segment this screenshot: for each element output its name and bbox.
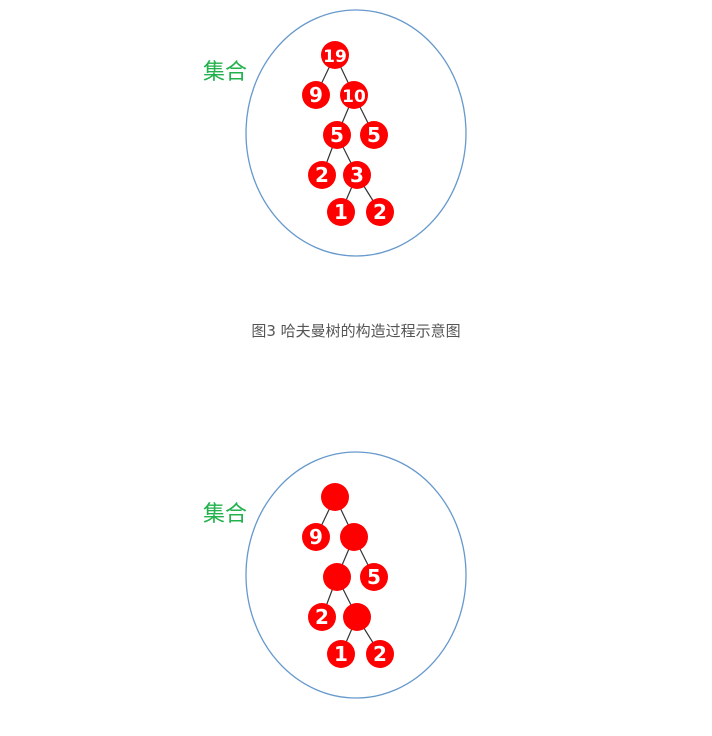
tree-node: 10	[340, 81, 368, 109]
tree-node-label: 3	[350, 163, 364, 187]
tree-node-circle	[360, 121, 388, 149]
tree-node-label: 1	[334, 200, 348, 224]
tree-node-label: 5	[367, 565, 381, 589]
figure-caption: 图3 哈夫曼树的构造过程示意图	[251, 322, 461, 340]
tree-node-circle	[366, 640, 394, 668]
tree-node: 2	[366, 198, 394, 226]
tree-node-circle	[327, 640, 355, 668]
tree-node-circle	[308, 603, 336, 631]
tree-node	[340, 523, 368, 551]
set-label-1: 集合	[203, 60, 248, 85]
tree-node-circle	[321, 483, 349, 511]
tree-node	[321, 483, 349, 511]
tree-node: 5	[360, 563, 388, 591]
tree-node-circle	[340, 81, 368, 109]
tree-node-circle	[327, 198, 355, 226]
tree-node-circle	[302, 81, 330, 109]
tree-node-circle	[340, 523, 368, 551]
tree-node-label: 2	[315, 605, 329, 629]
tree-node-circle	[360, 563, 388, 591]
tree-node: 5	[360, 121, 388, 149]
tree-node-circle	[308, 161, 336, 189]
tree-node: 9	[302, 523, 330, 551]
tree-node	[323, 563, 351, 591]
tree-node-label: 5	[330, 123, 344, 147]
tree-node: 2	[308, 603, 336, 631]
tree-node-label: 1	[334, 642, 348, 666]
tree-node-label: 5	[367, 123, 381, 147]
tree-node: 3	[343, 161, 371, 189]
tree-node: 5	[323, 121, 351, 149]
tree-node: 19	[321, 41, 349, 69]
tree-node: 9	[302, 81, 330, 109]
tree-node-label: 19	[323, 47, 347, 67]
set-ellipse	[245, 451, 467, 699]
tree-node-label: 10	[342, 87, 366, 107]
set-ellipse	[245, 9, 467, 257]
tree-node	[343, 603, 371, 631]
tree-node-label: 2	[315, 163, 329, 187]
tree-node: 1	[327, 198, 355, 226]
tree-node-label: 9	[309, 83, 323, 107]
tree-node-circle	[302, 523, 330, 551]
tree-node: 1	[327, 640, 355, 668]
tree-node: 2	[366, 640, 394, 668]
tree-node-circle	[366, 198, 394, 226]
tree-node: 2	[308, 161, 336, 189]
tree-node-label: 9	[309, 525, 323, 549]
tree-node-circle	[323, 563, 351, 591]
tree-node-circle	[343, 603, 371, 631]
tree-node-circle	[323, 121, 351, 149]
tree-node-circle	[321, 41, 349, 69]
set-label-2: 集合	[203, 502, 248, 527]
tree-node-label: 2	[373, 200, 387, 224]
tree-node-label: 2	[373, 642, 387, 666]
tree-node-circle	[343, 161, 371, 189]
